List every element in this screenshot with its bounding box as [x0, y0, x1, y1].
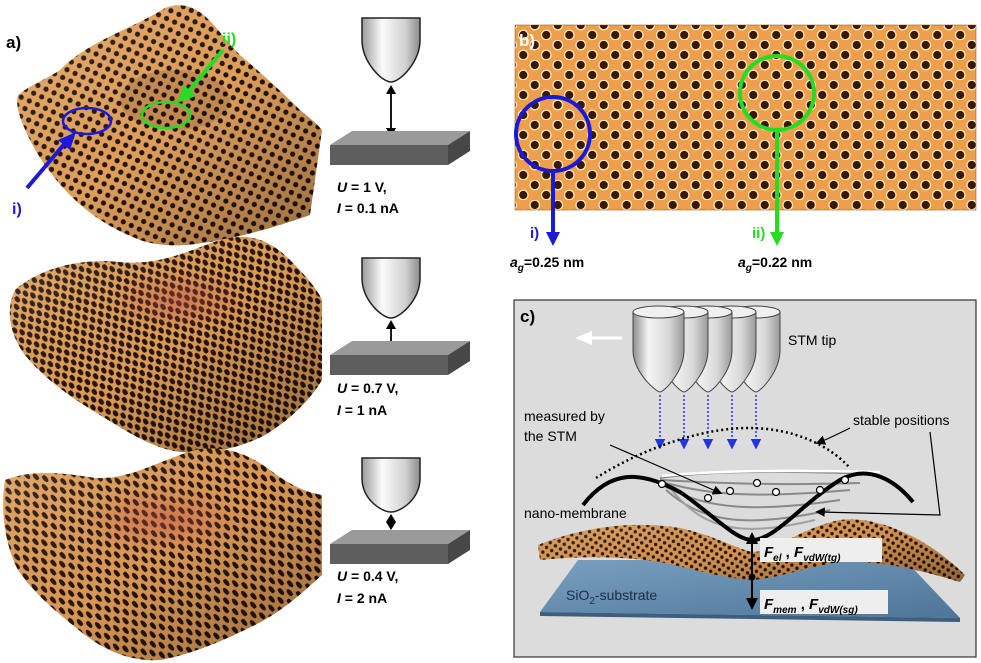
membrane-top-position [661, 469, 881, 478]
stm-surface-3 [3, 448, 322, 661]
b-marker-i-label: i) [530, 225, 539, 242]
svg-text:U = 0.4 V,: U = 0.4 V, [337, 568, 398, 584]
arrow-b-i-head [546, 232, 560, 246]
condition-2: U = 0.7 V, I = 1 nA [337, 380, 398, 418]
lattice-subscript: g [517, 263, 524, 274]
force-subscript: vdW(tg) [803, 553, 841, 564]
force-subscript: mem [773, 605, 796, 616]
current-symbol: I [337, 200, 342, 216]
force-box-bottom [760, 590, 888, 614]
force-separator: , [782, 544, 795, 561]
lattice-constant-i: ag=0.25 nm [510, 254, 584, 274]
voltage-value: = 0.4 V, [347, 568, 398, 584]
force-symbol: F [764, 544, 774, 561]
force-label-top: Fel , FvdW(tg) [764, 544, 841, 564]
substrate-label-tail: -substrate [595, 587, 657, 603]
arrow-b-ii-head [770, 232, 784, 246]
current-value: = 2 nA [341, 590, 387, 606]
lattice-subscript: g [745, 263, 752, 274]
measured-label-line2: the STM [524, 428, 577, 444]
svg-text:U = 0.7 V,: U = 0.7 V, [337, 380, 398, 396]
nano-membrane-label: nano-membrane [524, 505, 627, 521]
tip-schematic-2 [330, 257, 470, 375]
marker-ellipse-i [61, 106, 113, 136]
svg-text:I = 1 nA: I = 1 nA [337, 402, 387, 418]
lattice-symbol: a [510, 254, 518, 270]
current-value: = 0.1 nA [341, 200, 399, 216]
panel-b-label: b) [519, 31, 535, 50]
lattice-symbol: a [738, 254, 746, 270]
lattice-value: =0.25 nm [524, 254, 584, 270]
stm-surface-2 [9, 236, 323, 453]
force-box-top [760, 538, 882, 562]
substrate-label: SiO2-substrate [566, 587, 657, 607]
panel-b: b) i) ii) ag=0.25 nm ag=0.22 nm [510, 24, 977, 274]
voltage-value: = 0.7 V, [347, 380, 398, 396]
condition-3: U = 0.4 V, I = 2 nA [337, 568, 398, 606]
stable-leader [815, 431, 941, 517]
svg-text:I = 2 nA: I = 2 nA [337, 590, 387, 606]
arrow-ii-head [177, 85, 196, 103]
substrate-label-main: SiO [566, 587, 589, 603]
force-subscript: el [773, 553, 782, 564]
marker-ii-label: ii) [222, 31, 236, 48]
voltage-symbol: U [337, 179, 348, 195]
svg-text:I = 0.1 nA: I = 0.1 nA [337, 200, 399, 216]
b-marker-ii-label: ii) [752, 225, 765, 242]
measured-pointer [609, 444, 723, 495]
svg-text:U = 1 V,: U = 1 V, [337, 179, 387, 195]
force-symbol: F [809, 596, 819, 613]
arrow-i [25, 140, 68, 190]
stm-tip-label: STM tip [788, 332, 836, 348]
tip-schematic-3 [330, 457, 470, 564]
substrate-label-sub: 2 [589, 596, 595, 607]
force-separator: , [797, 596, 810, 613]
scan-direction-arrow [575, 331, 622, 345]
marker-i-label: i) [12, 201, 22, 218]
panel-c-label: c) [520, 307, 535, 326]
current-symbol: I [337, 590, 342, 606]
stm-tip-stack [632, 305, 781, 393]
stm-surface-1 [17, 5, 323, 246]
voltage-symbol: U [337, 568, 348, 584]
force-arrows [746, 532, 758, 610]
marker-ellipse-ii [140, 100, 192, 130]
panel-c: c) [513, 299, 977, 658]
voltage-value: = 1 V, [347, 179, 387, 195]
force-symbol: F [764, 596, 774, 613]
force-symbol: F [794, 544, 804, 561]
stm-tip-1 [632, 305, 685, 393]
stable-pointer [815, 427, 851, 445]
panel-a-label: a) [6, 33, 21, 52]
voltage-symbol: U [337, 380, 348, 396]
condition-1: U = 1 V, I = 0.1 nA [337, 179, 399, 216]
arrow-i-head [58, 132, 76, 150]
measured-points [657, 475, 850, 503]
lattice-value: =0.22 nm [752, 254, 812, 270]
stable-positions-label: stable positions [853, 412, 950, 428]
force-subscript: vdW(sg) [818, 605, 858, 616]
lattice-constant-ii: ag=0.22 nm [738, 254, 812, 274]
stm-image [515, 25, 976, 210]
tip-schematic-1 [330, 17, 470, 165]
force-label-bottom: Fmem , FvdW(sg) [764, 596, 858, 616]
arrow-ii [186, 48, 225, 94]
current-symbol: I [337, 402, 342, 418]
panel-a: a) i) ii) [3, 5, 323, 661]
measured-label-line1: measured by [524, 408, 605, 424]
current-value: = 1 nA [341, 402, 387, 418]
